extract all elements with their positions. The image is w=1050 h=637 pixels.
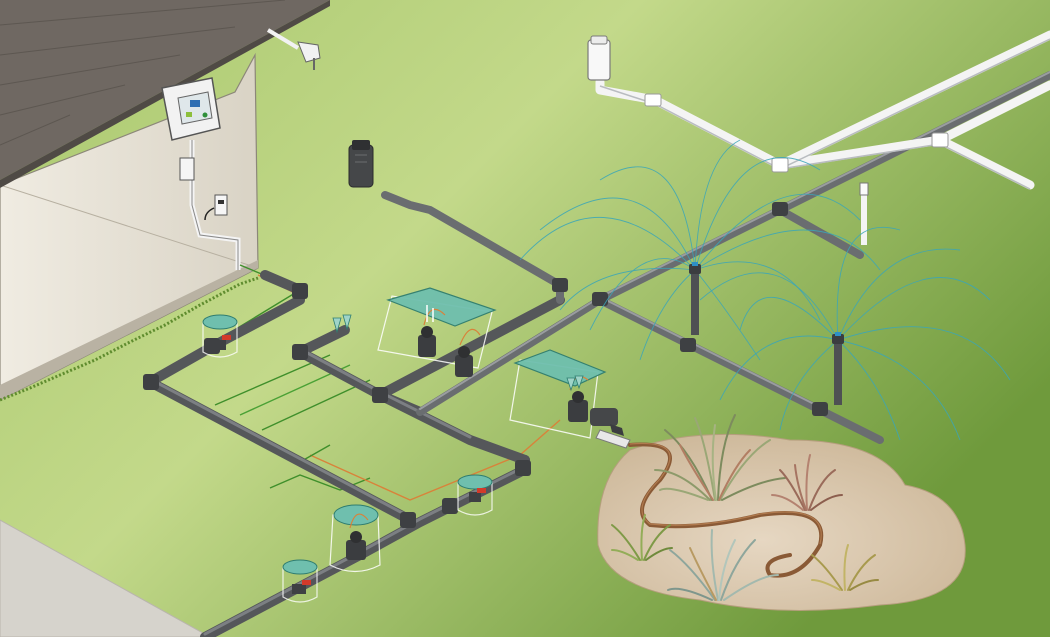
spray-head-1 <box>689 262 701 335</box>
isolation-valve-box-1 <box>202 314 238 358</box>
drip-filter <box>595 424 631 449</box>
controller-conduit-outline <box>191 140 239 270</box>
ornamental-grass-green-small <box>611 514 673 561</box>
hose-bib <box>266 28 321 70</box>
ornamental-grass-blue <box>667 529 779 601</box>
lateral-fittings <box>552 202 828 416</box>
irrigation-controller <box>161 77 221 141</box>
roof-shingle-lines <box>0 0 286 146</box>
driveway <box>0 519 212 637</box>
wire-connectors <box>332 314 584 392</box>
small-riser-head <box>859 182 869 245</box>
transformer-box <box>179 157 195 181</box>
outdoor-outlet <box>204 194 228 221</box>
isolation-valve-box-3 <box>282 559 318 603</box>
isolation-valve-box-2 <box>457 474 493 516</box>
valve-manifold-box-3 <box>329 504 381 573</box>
pvc-fittings <box>644 93 949 173</box>
pop-up-rotor-head <box>348 140 374 188</box>
valve-manifold-box-1 <box>377 287 497 377</box>
spray-pattern-2 <box>699 226 1011 441</box>
riser-sprinkler-head <box>587 35 611 81</box>
drip-tubing-highlight <box>629 442 822 545</box>
wall-siding-line <box>0 184 259 269</box>
planting-bed <box>597 433 966 611</box>
ornamental-grass-large <box>654 414 786 501</box>
spray-head-2 <box>832 332 844 405</box>
house-foundation-strip <box>0 260 258 400</box>
ornamental-grass-golden <box>811 544 879 591</box>
ornamental-grass-reddish <box>771 454 843 511</box>
spray-pattern-1 <box>519 139 881 361</box>
